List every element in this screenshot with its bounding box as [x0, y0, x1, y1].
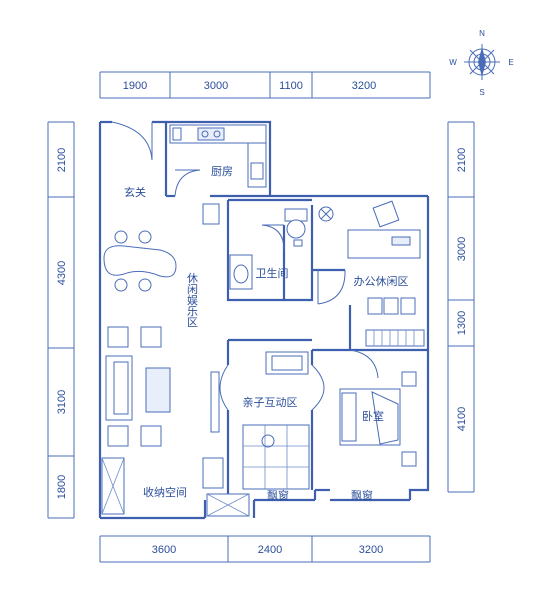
label-bedroom: 卧室 [362, 409, 384, 423]
shelf [202, 457, 224, 489]
dim-left-2: 4300 [56, 261, 68, 285]
armchair-icon [140, 425, 162, 447]
living-furniture [105, 326, 220, 447]
walls [98, 120, 430, 520]
dimension-labels: 1900 3000 1100 3200 3600 2400 3200 2100 … [56, 80, 468, 556]
dim-bottom-1: 3600 [152, 544, 176, 556]
armchair-icon [383, 297, 399, 315]
label-bay-window-1: 飘窗 [267, 488, 289, 502]
armchair-icon [107, 326, 129, 348]
label-bay-window-2: 飘窗 [351, 488, 373, 502]
toy-icon [261, 434, 275, 448]
tv-cabinet [210, 371, 220, 433]
kitchen-furniture [169, 124, 267, 188]
compass-s: S [479, 88, 484, 97]
bookshelf [365, 329, 425, 347]
stool-icon [114, 230, 128, 244]
plant-icon [318, 206, 334, 222]
office-chair-icon [372, 200, 400, 228]
dining-furniture [103, 203, 220, 292]
dim-right-3: 1300 [456, 311, 468, 335]
laptop-icon [391, 236, 411, 246]
dim-left-4: 1800 [56, 475, 68, 499]
nightstand-icon [401, 451, 417, 467]
family-furniture [242, 351, 310, 490]
bedroom-furniture [339, 371, 417, 467]
dim-top-2: 3000 [204, 80, 228, 92]
armchair-icon [367, 297, 383, 315]
label-family: 亲子互动区 [243, 395, 298, 409]
dimension-lines [47, 71, 475, 563]
dim-left-3: 3100 [56, 390, 68, 414]
label-office: 办公休闲区 [354, 274, 409, 288]
armchair-icon [140, 326, 162, 348]
label-kitchen: 厨房 [211, 165, 233, 178]
washbasin-icon [233, 264, 249, 284]
dim-right-1: 2100 [456, 148, 468, 172]
bathroom-fixtures [229, 208, 308, 290]
toilet-icon [286, 219, 306, 239]
dining-table [103, 245, 177, 278]
toilet-tank-icon [284, 208, 308, 222]
label-entrance: 玄关 [124, 185, 146, 199]
play-mat [242, 424, 310, 490]
armchair-icon [400, 297, 416, 315]
sink-icon [250, 162, 264, 180]
dim-bottom-3: 3200 [359, 544, 383, 556]
dim-top-4: 3200 [352, 80, 376, 92]
dim-bottom-2: 2400 [258, 544, 282, 556]
compass: N S E W [449, 29, 513, 97]
doors [111, 121, 379, 411]
compass-w: W [449, 58, 457, 67]
label-bathroom: 卫生间 [256, 266, 289, 280]
dim-top-3: 1100 [279, 80, 303, 92]
dim-right-4: 4100 [456, 407, 468, 431]
storage-furniture [101, 457, 250, 517]
fridge-icon [172, 127, 182, 141]
label-leisure: 休闲娱乐区 [186, 272, 199, 327]
office-furniture [318, 200, 425, 347]
compass-n: N [479, 29, 485, 38]
dim-right-2: 3000 [456, 237, 468, 261]
dim-top-1: 1900 [123, 80, 147, 92]
nightstand-icon [401, 371, 417, 387]
stool-icon [138, 278, 152, 292]
stool-icon [138, 230, 152, 244]
dim-left-1: 2100 [56, 148, 68, 172]
label-storage: 收纳空间 [143, 485, 187, 499]
stool-icon [114, 278, 128, 292]
armchair-icon [107, 425, 129, 447]
room-labels: 玄关 厨房 卫生间 办公休闲区 休闲娱乐区 亲子互动区 卧室 收纳空间 飘窗 飘… [124, 165, 409, 502]
coffee-table [145, 367, 171, 413]
compass-e: E [508, 58, 513, 67]
shoe-cabinet-icon [202, 203, 220, 225]
